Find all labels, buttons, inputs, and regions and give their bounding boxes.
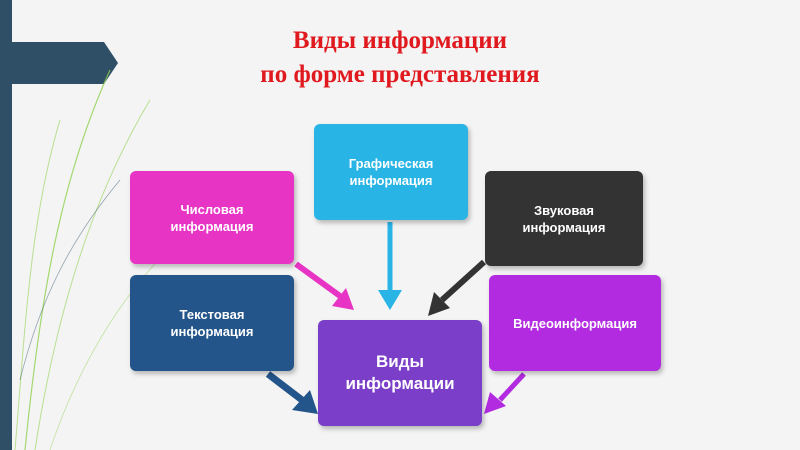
node-center-info-types: Виды информации [318,320,482,426]
left-accent-strip [0,0,12,450]
page-title-line-2: по форме представления [260,61,540,88]
node-sound-info: Звуковая информация [485,171,643,266]
title-tab-arrow [104,42,118,84]
node-graphic-info: Графическая информация [314,124,468,220]
page-title-line-1: Виды информации [292,27,508,54]
node-numeric-info: Числовая информация [130,171,294,264]
node-text-info: Текстовая информация [130,275,294,371]
title-tab-shape [12,42,104,84]
node-video-info: Видеоинформация [489,275,661,371]
